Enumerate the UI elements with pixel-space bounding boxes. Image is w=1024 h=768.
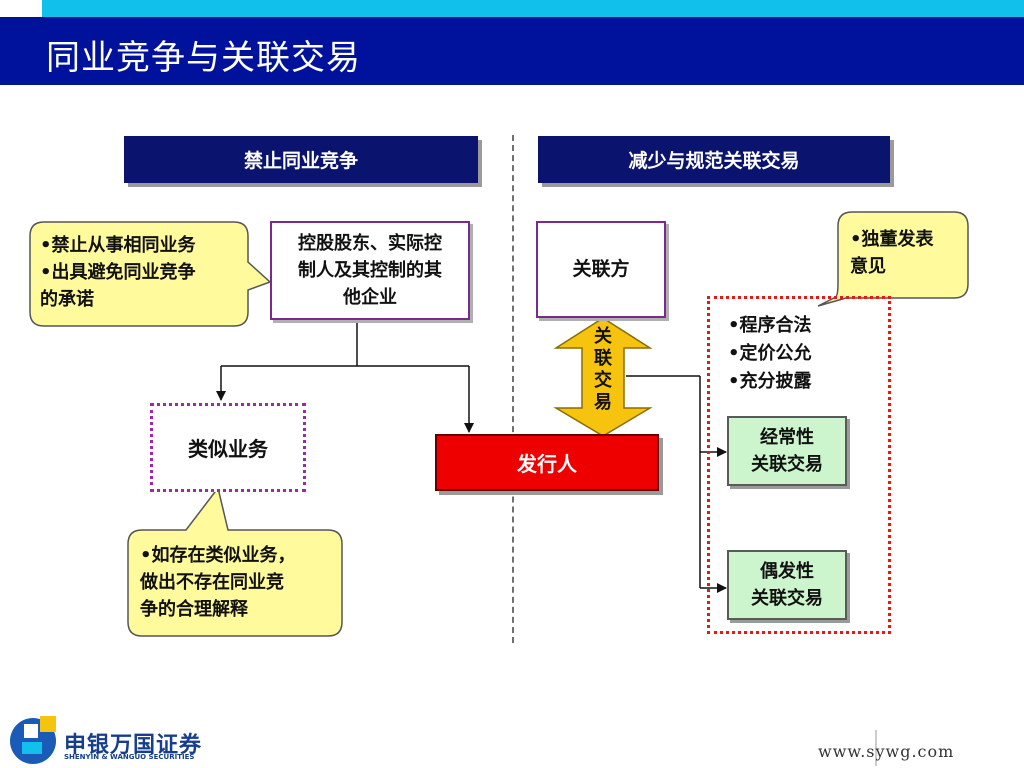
title-bar	[0, 17, 1024, 85]
center-divider	[512, 135, 514, 643]
controller-line-1: 控股股东、实际控	[298, 233, 442, 254]
header-regulate-related-transactions: 减少与规范关联交易	[538, 136, 890, 183]
recurring-line-1: 经常性	[760, 427, 814, 448]
principle-item-3: •充分披露	[728, 371, 812, 392]
shenyin-wanguo-logo-icon	[10, 716, 56, 764]
callout-independent-line-1: •独董发表	[850, 229, 934, 250]
controller-box: 控股股东、实际控 制人及其控制的其 他企业	[270, 221, 470, 320]
principles-list: •程序合法 •定价公允 •充分披露	[728, 312, 878, 396]
occasional-transaction-box: 偶发性 关联交易	[727, 550, 847, 620]
callout-independent-line-2: 意见	[850, 256, 886, 277]
page-title: 同业竞争与关联交易	[46, 38, 361, 78]
logo-chinese-name: 申银万国证券	[64, 733, 203, 758]
occasional-line-1: 偶发性	[760, 561, 814, 582]
callout-independent-text: •独董发表 意见	[850, 226, 966, 280]
related-party-box: 关联方	[536, 221, 666, 318]
arrow-char-4: 易	[594, 392, 612, 413]
controller-line-3: 他企业	[343, 287, 397, 308]
top-stripe	[42, 0, 1024, 17]
footer-url: www.sywg.com	[818, 742, 955, 761]
callout-similar-line-1: •如存在类似业务，	[140, 545, 296, 566]
callout-similar-text: •如存在类似业务， 做出不存在同业竞 争的合理解释	[140, 542, 340, 623]
logo-english-name: SHENYIN & WANGUO SECURITIES	[64, 753, 195, 761]
related-transaction-group	[707, 296, 891, 634]
callout-prohibit-line-1: •禁止从事相同业务	[40, 235, 196, 256]
arrow-char-2: 联	[594, 348, 612, 369]
recurring-transaction-box: 经常性 关联交易	[727, 416, 847, 486]
controller-line-2: 制人及其控制的其	[298, 260, 442, 281]
occasional-line-2: 关联交易	[751, 588, 823, 609]
related-transaction-arrow-label: 关 联 交 易	[591, 326, 615, 414]
principle-item-1: •程序合法	[728, 315, 812, 336]
callout-prohibit-bubble	[29, 221, 272, 327]
top-stripe-white	[0, 0, 42, 17]
callout-prohibit-line-3: 的承诺	[40, 289, 94, 310]
principle-item-2: •定价公允	[728, 343, 812, 364]
similar-business-box: 类似业务	[150, 403, 306, 492]
header-prohibit-competition: 禁止同业竞争	[124, 136, 478, 183]
callout-similar-line-3: 争的合理解释	[140, 599, 248, 620]
callout-prohibit-line-2: •出具避免同业竞争	[40, 262, 196, 283]
callout-similar-line-2: 做出不存在同业竞	[140, 572, 284, 593]
callout-similar-bubble	[127, 486, 343, 637]
callout-prohibit-text: •禁止从事相同业务 •出具避免同业竞争 的承诺	[40, 232, 250, 313]
issuer-box: 发行人	[435, 434, 659, 491]
arrow-char-1: 关	[594, 326, 612, 347]
arrow-char-3: 交	[594, 370, 612, 391]
recurring-line-2: 关联交易	[751, 454, 823, 475]
